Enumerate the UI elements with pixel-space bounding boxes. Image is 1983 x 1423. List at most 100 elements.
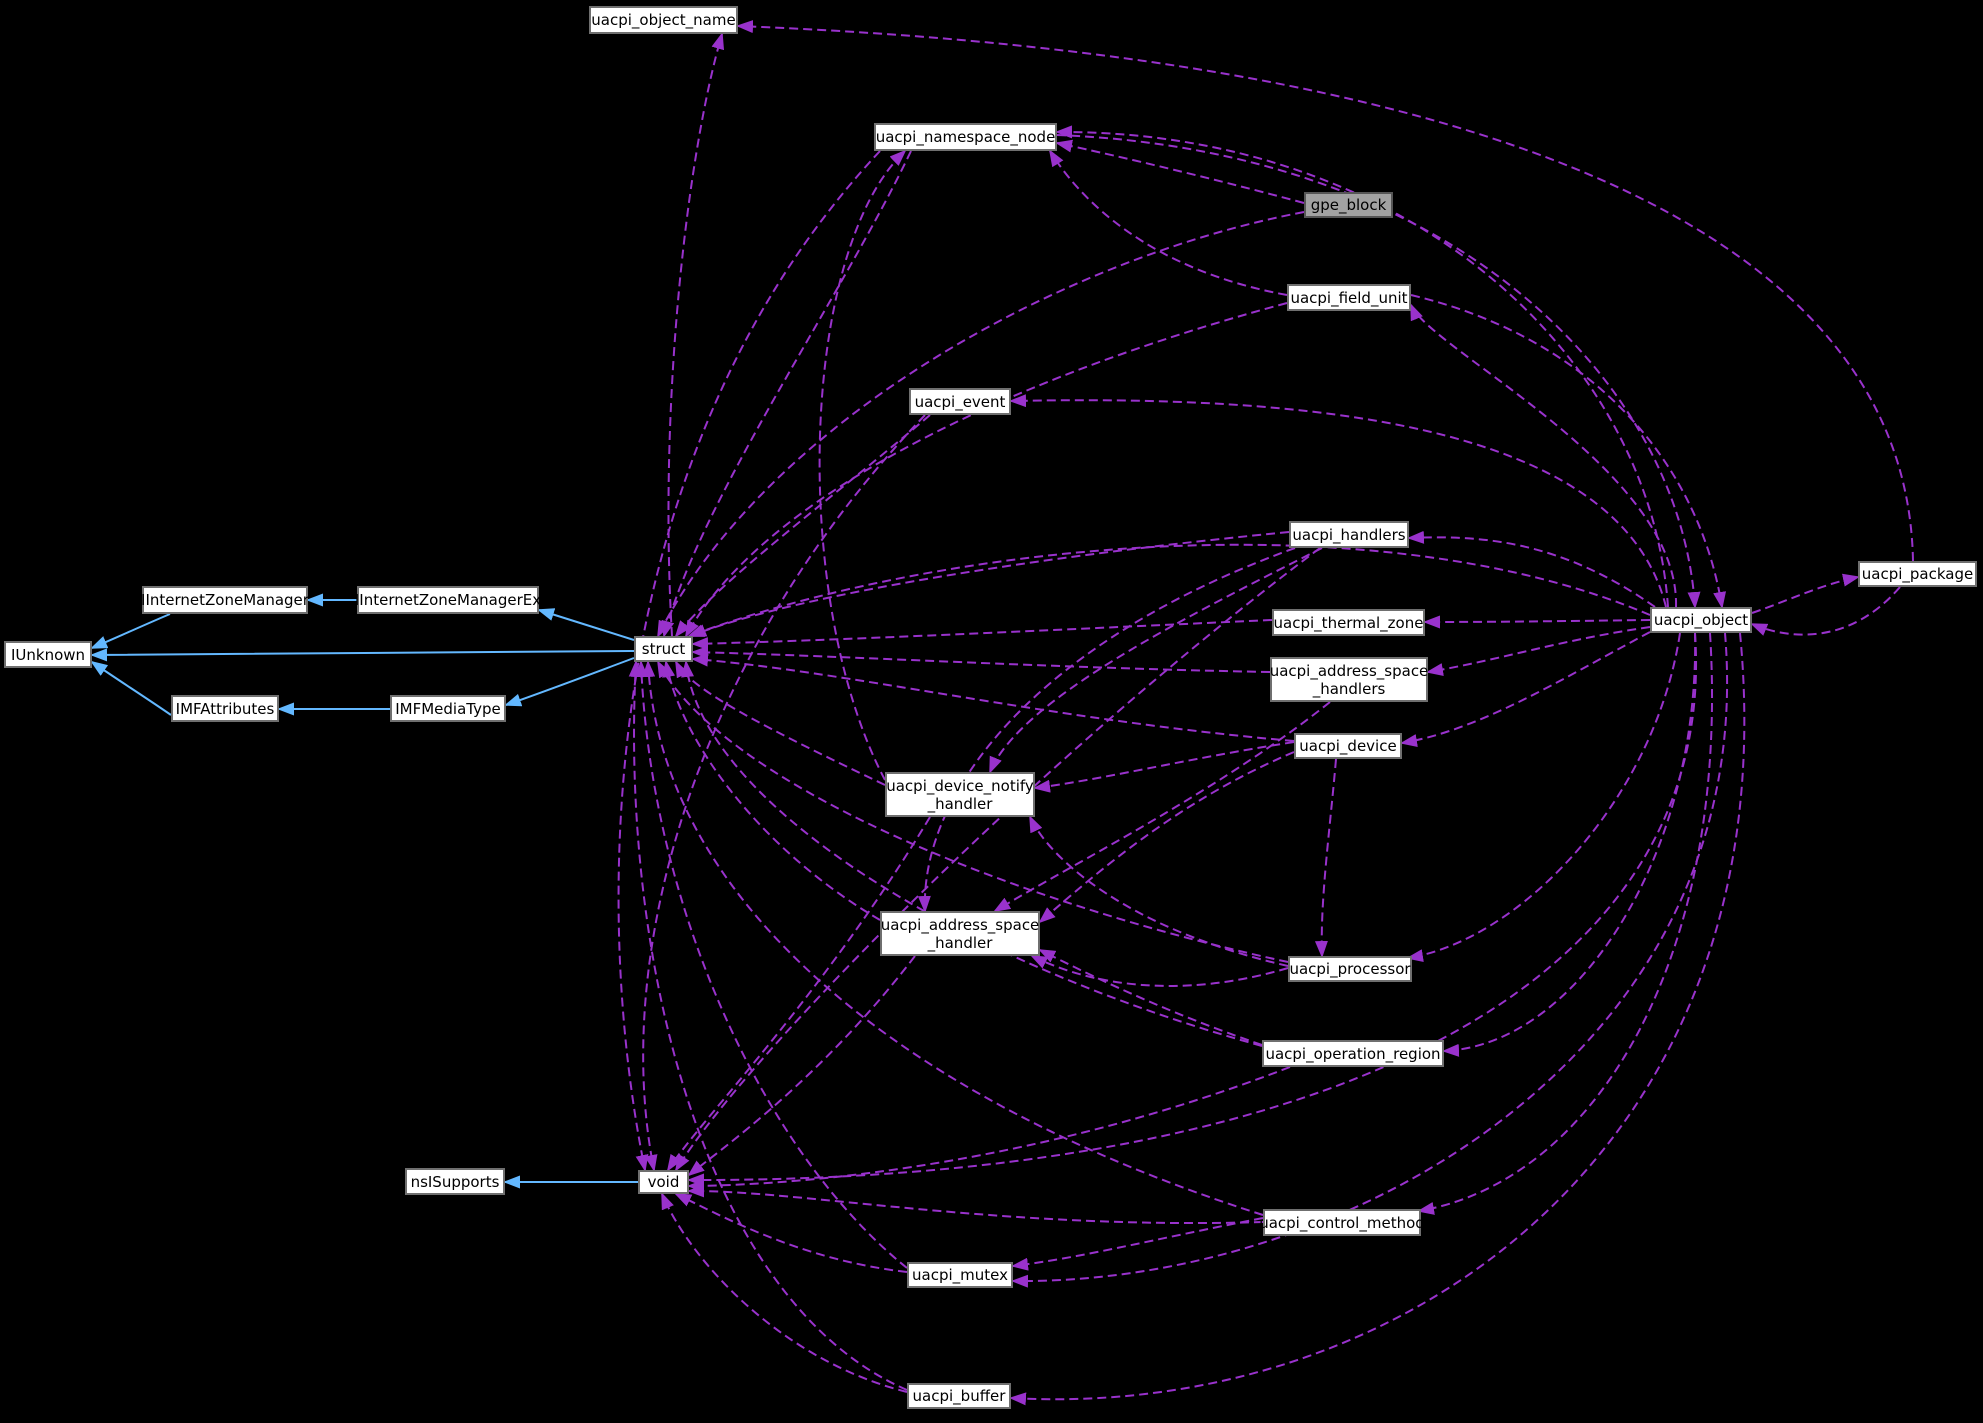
- edge-handlers-to-struct: [689, 531, 1290, 637]
- edge-control_method-to-void: [687, 1184, 1264, 1225]
- edge-object-to-package: [1751, 573, 1860, 614]
- edge-gpe_block-to-struct: [657, 211, 1305, 638]
- edge-object-to-thermal: [1423, 615, 1651, 629]
- node-label: uacpi_operation_region: [1265, 1044, 1441, 1063]
- edge-object-to-buffer: [1009, 632, 1746, 1406]
- edge-buffer-to-struct: [628, 660, 908, 1391]
- node-object_name[interactable]: uacpi_object_name: [589, 6, 738, 34]
- node-gpe_block[interactable]: gpe_block: [1304, 192, 1393, 218]
- edge-device-to-notify: [1033, 741, 1295, 793]
- node-imfmedia[interactable]: IMFMediaType: [390, 695, 506, 722]
- node-label: uacpi_control_method: [1259, 1213, 1425, 1232]
- edge-object-to-field_unit: [1410, 303, 1678, 608]
- node-op_region[interactable]: uacpi_operation_region: [1262, 1040, 1444, 1067]
- node-namespace_node[interactable]: uacpi_namespace_node: [874, 123, 1057, 151]
- node-imfattr[interactable]: IMFAttributes: [171, 695, 279, 722]
- edge-handlers-to-ash: [917, 547, 1296, 913]
- node-ash[interactable]: uacpi_address_space _handler: [880, 911, 1040, 956]
- edge-processor-to-struct: [657, 660, 1289, 963]
- edge-control_method-to-struct: [642, 660, 1264, 1216]
- node-label: uacpi_thermal_zone: [1273, 613, 1424, 632]
- edge-event-to-void: [642, 414, 926, 1172]
- edge-imfattr-to-iunknown: [90, 660, 172, 716]
- node-thermal[interactable]: uacpi_thermal_zone: [1272, 609, 1425, 636]
- edge-op_region-to-struct: [681, 660, 1263, 1047]
- edge-processor-to-ash: [1030, 955, 1289, 987]
- node-label: gpe_block: [1310, 196, 1387, 214]
- edge-notify-to-namespace_node: [818, 149, 907, 781]
- node-mutex[interactable]: uacpi_mutex: [907, 1262, 1013, 1288]
- edge-object-to-struct: [687, 543, 1651, 637]
- edge-ash-to-struct: [662, 660, 881, 921]
- node-label: uacpi_namespace_node: [875, 128, 1056, 146]
- edge-mutex-to-struct: [635, 660, 908, 1269]
- edge-object-to-device: [1400, 631, 1651, 747]
- edge-namespace_node-to-struct: [661, 150, 912, 638]
- node-handlers[interactable]: uacpi_handlers: [1289, 521, 1409, 548]
- node-buffer[interactable]: uacpi_buffer: [907, 1383, 1011, 1409]
- node-label: uacpi_package: [1861, 565, 1974, 583]
- node-izmex[interactable]: IInternetZoneManagerEx: [354, 586, 542, 614]
- node-notify[interactable]: uacpi_device_notify _handler: [885, 772, 1035, 817]
- edge-object-to-void: [687, 632, 1698, 1187]
- node-package[interactable]: uacpi_package: [1858, 561, 1977, 587]
- edge-handlers-to-void: [674, 547, 1321, 1172]
- node-label: IInternetZoneManagerEx: [354, 591, 542, 609]
- node-label: uacpi_processor: [1289, 960, 1411, 978]
- node-struct[interactable]: struct: [634, 636, 693, 662]
- edge-device-to-struct: [691, 653, 1295, 742]
- node-event[interactable]: uacpi_event: [909, 388, 1011, 415]
- edge-control_method-to-mutex: [1011, 1217, 1264, 1271]
- node-label: IInternetZoneManager: [141, 591, 309, 609]
- edge-struct-to-imfmedia: [504, 657, 635, 707]
- node-object[interactable]: uacpi_object: [1650, 607, 1752, 633]
- edge-struct-to-izmex: [537, 608, 635, 641]
- node-nsisupports[interactable]: nsISupports: [405, 1168, 505, 1195]
- node-label: struct: [641, 640, 686, 658]
- edge-handlers-to-notify: [989, 547, 1323, 774]
- edge-object-to-processor: [1406, 632, 1681, 963]
- edge-mutex-to-void: [674, 1193, 908, 1273]
- edge-namespace_node-to-object: [1056, 134, 1701, 609]
- node-label: uacpi_device_notify _handler: [886, 776, 1034, 813]
- edge-object-to-control_method: [1417, 632, 1714, 1215]
- edge-ash_plural-to-ash: [993, 701, 1331, 913]
- edge-device-to-processor: [1314, 758, 1337, 958]
- edge-object-to-handlers: [1407, 530, 1656, 608]
- edge-op_region-to-void: [687, 1066, 1291, 1193]
- node-label: uacpi_handlers: [1292, 525, 1406, 544]
- edge-device-to-ash: [1038, 751, 1295, 924]
- node-void[interactable]: void: [638, 1170, 689, 1194]
- edge-thermal-to-struct: [691, 619, 1273, 651]
- node-control_method[interactable]: uacpi_control_method: [1259, 1209, 1425, 1236]
- node-label: IMFAttributes: [175, 699, 275, 718]
- edge-struct-to-object_name: [667, 32, 725, 637]
- node-izm[interactable]: IInternetZoneManager: [141, 586, 309, 614]
- node-label: uacpi_address_space _handlers: [1269, 661, 1429, 698]
- edge-gpe_block-to-namespace_node: [1055, 139, 1305, 204]
- edge-ash-to-void: [687, 955, 916, 1177]
- node-field_unit[interactable]: uacpi_field_unit: [1287, 284, 1411, 311]
- node-device[interactable]: uacpi_device: [1294, 733, 1402, 759]
- edge-field_unit-to-namespace_node: [1048, 149, 1288, 296]
- node-ash_plural[interactable]: uacpi_address_space _handlers: [1270, 657, 1428, 702]
- edge-object-to-op_region: [1442, 632, 1697, 1057]
- node-label: uacpi_object_name: [591, 11, 736, 29]
- node-processor[interactable]: uacpi_processor: [1288, 956, 1412, 982]
- edge-field_unit-to-object: [1410, 294, 1727, 609]
- edge-object-to-namespace_node: [1055, 125, 1669, 608]
- node-label: uacpi_buffer: [912, 1387, 1006, 1405]
- edge-op_region-to-ash: [1038, 949, 1263, 1046]
- edge-object-to-event: [1009, 394, 1667, 608]
- node-iunknown[interactable]: IUnknown: [4, 641, 92, 668]
- edge-processor-to-notify: [1029, 815, 1289, 967]
- node-label: uacpi_object: [1653, 611, 1749, 629]
- node-label: IUnknown: [10, 645, 86, 664]
- node-label: uacpi_device: [1299, 737, 1397, 755]
- node-label: void: [647, 1173, 680, 1191]
- node-label: uacpi_field_unit: [1290, 288, 1408, 307]
- edge-notify-to-struct: [675, 660, 886, 786]
- node-label: uacpi_event: [914, 392, 1006, 411]
